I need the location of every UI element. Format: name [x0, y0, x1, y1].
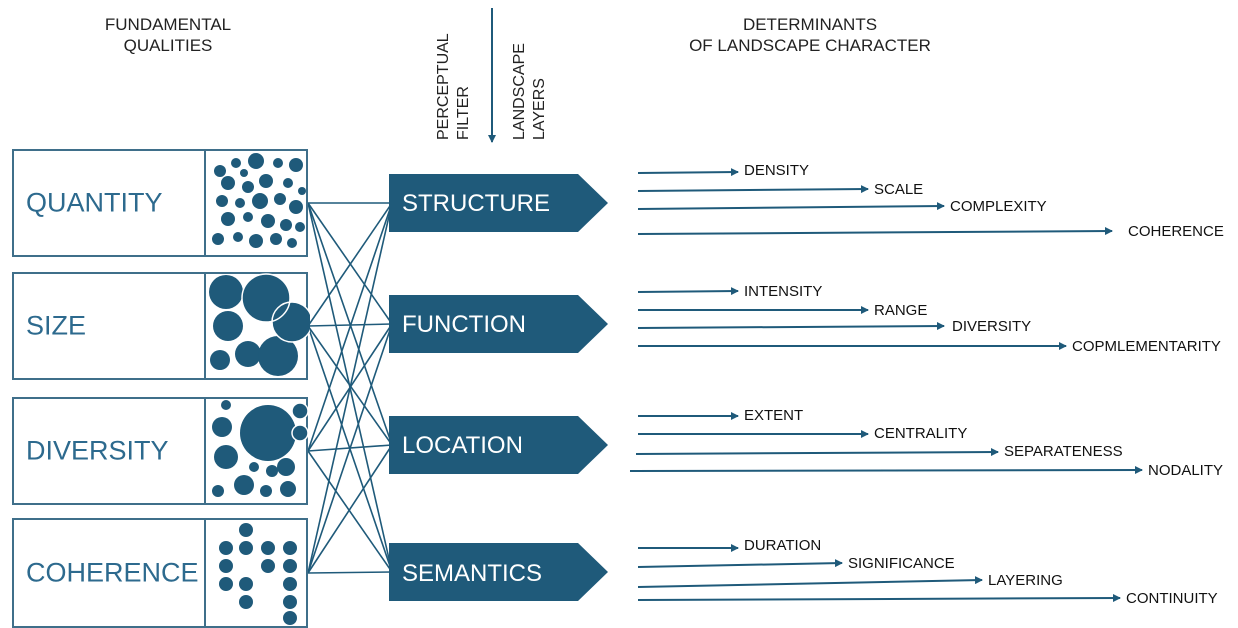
aligned-circles-icon [204, 518, 310, 628]
connection-line [307, 323, 393, 574]
layer-label-structure: STRUCTURE [402, 190, 550, 217]
connection-lines [307, 202, 393, 574]
quality-box-quantity: QUANTITY [12, 149, 308, 257]
quality-label: SIZE [26, 310, 87, 341]
determinant-label: SEPARATENESS [1004, 443, 1123, 460]
determinant-arrow [637, 202, 945, 211]
layer-label-semantics: SEMANTICS [402, 560, 543, 587]
determinant-label: NODALITY [1148, 462, 1224, 479]
varied-circles-icon [204, 397, 310, 505]
determinants-header: DETERMINANTS OF LANDSCAPE CHARACTER [650, 14, 970, 56]
determinant-arrow [637, 227, 1113, 236]
quality-label: DIVERSITY [26, 435, 169, 466]
determinant-label: DURATION [744, 537, 822, 554]
connection-line [307, 202, 393, 327]
header-line: FUNDAMENTAL [104, 15, 232, 34]
determinant-arrow [637, 287, 739, 296]
connection-line [307, 571, 393, 574]
connection-line [307, 202, 393, 446]
determinant-label: SIGNIFICANCE [848, 555, 955, 572]
determinant-arrows [629, 168, 1143, 603]
layer-arrow-shape [389, 174, 608, 232]
header-line: DETERMINANTS [742, 15, 878, 34]
determinant-arrow [637, 559, 843, 568]
determinant-label: SCALE [874, 181, 924, 198]
connection-line [307, 202, 393, 452]
connection-line [307, 202, 393, 574]
determinant-arrow [637, 322, 945, 331]
determinant-arrow [637, 594, 1121, 603]
many-small-circles-icon [204, 149, 310, 257]
layer-arrow-shape [389, 543, 608, 601]
quality-label: QUANTITY [26, 187, 163, 218]
determinant-arrow [637, 185, 869, 194]
determinant-arrow [635, 448, 999, 457]
quality-box-diversity: DIVERSITY [12, 397, 310, 505]
determinant-arrow [637, 168, 739, 177]
connection-line [307, 444, 393, 574]
layer-arrow-shape [389, 416, 608, 474]
determinant-arrow [637, 576, 983, 588]
header-line: QUALITIES [123, 36, 213, 55]
determinant-label: COHERENCE [1128, 223, 1224, 240]
determinant-label: INTENSITY [744, 283, 823, 300]
large-circles-icon [204, 272, 310, 380]
determinant-label: DIVERSITY [952, 318, 1032, 335]
determinant-label: CONTINUITY [1126, 590, 1218, 607]
determinant-arrow [629, 466, 1143, 475]
quality-label: COHERENCE [26, 557, 199, 588]
layer-arrow-shape [389, 295, 608, 353]
layer-label-location: LOCATION [402, 432, 523, 459]
layer-shapes [389, 174, 608, 601]
determinant-label: DENSITY [744, 162, 810, 179]
connection-line [307, 450, 393, 573]
determinant-label: EXTENT [744, 407, 804, 424]
header-line: OF LANDSCAPE CHARACTER [689, 36, 931, 55]
layer-label-function: FUNCTION [402, 311, 526, 338]
fundamental-qualities-header: FUNDAMENTAL QUALITIES [68, 14, 268, 56]
quality-box-coherence: COHERENCE [12, 518, 308, 628]
determinant-label: LAYERING [988, 572, 1063, 589]
quality-box-size: SIZE [12, 272, 310, 380]
determinant-label: CENTRALITY [874, 425, 968, 442]
determinant-label: COPMLEMENTARITY [1072, 338, 1221, 355]
determinant-label: COMPLEXITY [950, 198, 1047, 215]
determinant-label: RANGE [874, 302, 928, 319]
